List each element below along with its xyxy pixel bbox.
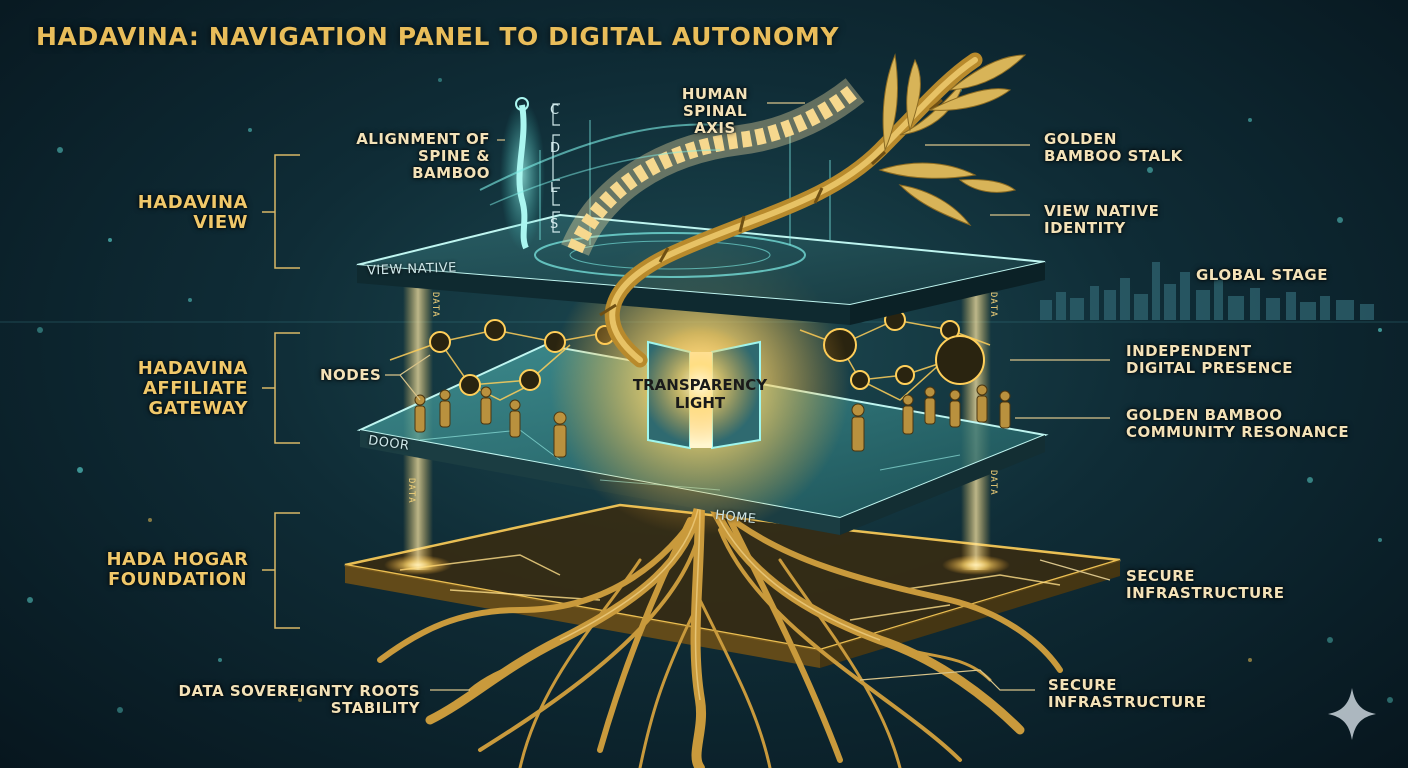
section-label-gateway: HADAVINA AFFILIATE GATEWAY (137, 358, 248, 420)
spine-region-d: D (550, 141, 561, 156)
human-spinal-axis (479, 78, 865, 257)
spine-region-l: L (550, 181, 558, 196)
spine-region-s: S (550, 217, 559, 232)
pillar-data-tag: DATA (406, 478, 416, 504)
section-label-view: HADAVINA VIEW (137, 192, 248, 234)
label-nodes: NODES (320, 366, 382, 384)
label-community-resonance: GOLDEN BAMBOO COMMUNITY RESONANCE (1126, 406, 1350, 441)
section-brackets (262, 154, 300, 629)
callout-lines (385, 102, 1111, 691)
bokeh-particles (27, 78, 1393, 713)
label-alignment: ALIGNMENT OF SPINE & BAMBOO (356, 130, 490, 182)
label-secure-infrastructure-1: SECURE INFRASTRUCTURE (1126, 567, 1285, 602)
community-figures (414, 384, 1011, 458)
label-native-identity: VIEW NATIVE IDENTITY (1044, 202, 1160, 237)
plate-label-view-native: VIEW NATIVE (366, 260, 458, 279)
label-bamboo-stalk: GOLDEN BAMBOO STALK (1044, 130, 1183, 165)
pillar-data-tag: DATA (430, 292, 440, 318)
city-skyline (1040, 262, 1374, 320)
pillar-data-tag: DATA (988, 292, 998, 318)
label-global-stage: GLOBAL STAGE (1196, 266, 1328, 284)
spine-region-c: C (550, 103, 560, 118)
sparkle-icon (1328, 688, 1376, 740)
label-transparency-light: TRANSPARENCY LIGHT (632, 376, 768, 412)
diagram-title: HADAVINA: NAVIGATION PANEL TO DIGITAL AU… (36, 22, 840, 51)
label-digital-presence: INDEPENDENT DIGITAL PRESENCE (1126, 342, 1294, 377)
label-secure-infrastructure-2: SECURE INFRASTRUCTURE (1048, 676, 1207, 711)
spine-hologram (500, 97, 560, 250)
label-roots-stability: DATA SOVEREIGNTY ROOTS STABILITY (178, 682, 420, 717)
golden-bamboo-stalk (599, 52, 1027, 368)
section-label-foundation: HADA HOGAR FOUNDATION (106, 549, 249, 591)
label-spinal-axis: HUMAN SPINAL AXIS (681, 85, 749, 137)
view-plate (356, 213, 1046, 325)
pillar-data-tag: DATA (988, 470, 998, 496)
